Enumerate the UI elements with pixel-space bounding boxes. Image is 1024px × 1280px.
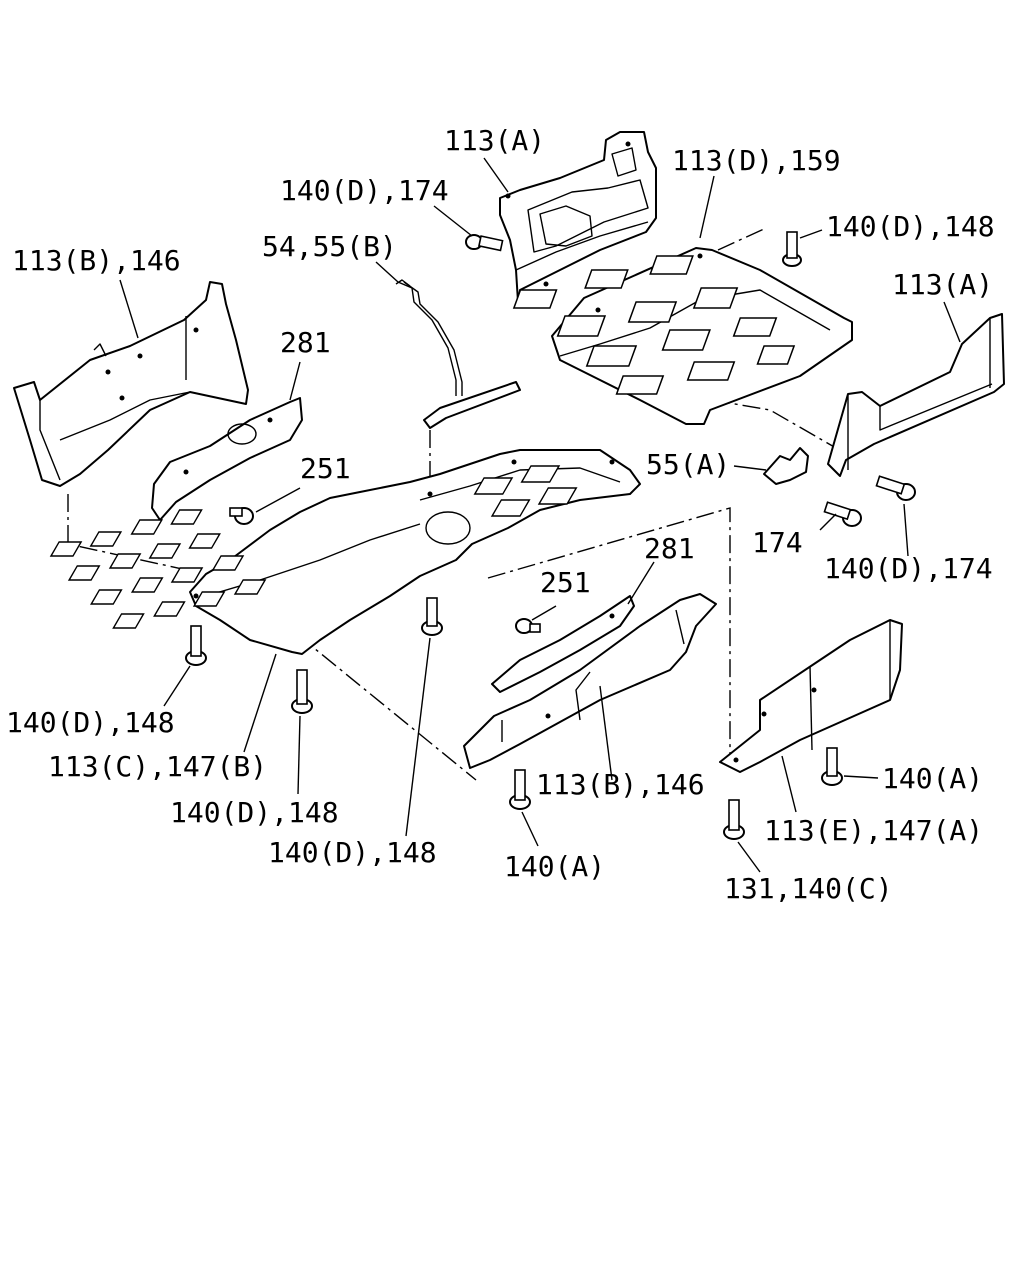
callout-140d-148-center: 140(D),148 (268, 836, 437, 869)
bolt-174-center (823, 501, 862, 527)
callout-55a: 55(A) (646, 448, 730, 481)
part-113a-side-rail (827, 313, 1005, 477)
part-281-113b-center-shield (463, 593, 717, 769)
callout-113e-147a: 113(E),147(A) (764, 814, 983, 847)
part-54-55b-hanger (395, 279, 521, 429)
callout-113b-146-center: 113(B),146 (536, 768, 705, 801)
floor-grid-cells (49, 465, 578, 629)
callout-131-140c: 131,140(C) (724, 872, 893, 905)
bolt-131-140c (723, 799, 745, 840)
callout-140d-148-center-left: 140(D),148 (170, 796, 339, 829)
callout-labels: 113(A) 140(D),174 113(D),159 140(D),148 … (6, 124, 995, 905)
bolt-140d-174-right (875, 475, 916, 501)
part-113a-rear-bracket (499, 131, 657, 303)
callout-113a-top: 113(A) (444, 124, 545, 157)
callout-140d-174-top: 140(D),174 (280, 174, 449, 207)
bolt-251-center (515, 618, 541, 634)
bolt-140a-right (821, 747, 843, 786)
bolt-140d-148-center-left (291, 669, 313, 714)
callout-281-left: 281 (280, 326, 331, 359)
callout-174: 174 (752, 526, 803, 559)
bolt-140d-148-upper-right (782, 231, 802, 267)
part-55a-small-bracket (763, 447, 809, 485)
callout-113b-146-left: 113(B),146 (12, 244, 181, 277)
callout-281-center: 281 (644, 532, 695, 565)
callout-251-left: 251 (300, 452, 351, 485)
callout-54-55b: 54,55(B) (262, 230, 397, 263)
callout-140a-center: 140(A) (504, 850, 605, 883)
bolt-140d-148-center (421, 597, 443, 636)
callout-140d-148-left: 140(D),148 (6, 706, 175, 739)
part-113b-left-bracket (13, 281, 249, 487)
part-113e-lower-right-shield (719, 619, 903, 773)
callout-140a-right: 140(A) (882, 762, 983, 795)
callout-113c-147b: 113(C),147(B) (48, 750, 267, 783)
bolt-140d-174-upper (465, 234, 504, 252)
callout-140d-174-right: 140(D),174 (824, 552, 993, 585)
callout-251-center: 251 (540, 566, 591, 599)
bolt-140a-center (509, 769, 531, 810)
bolt-140d-148-left (185, 625, 207, 666)
callout-113d-159: 113(D),159 (672, 144, 841, 177)
grid-panel-cells (512, 255, 796, 395)
callout-113a-right: 113(A) (892, 268, 993, 301)
part-281-left-shield (151, 397, 303, 521)
leader-lines (119, 157, 961, 873)
part-113c-main-floor-grid (49, 449, 641, 655)
part-113d-grid-panel (512, 247, 853, 425)
bolt-251-left (229, 507, 254, 525)
callout-140d-148-top-right: 140(D),148 (826, 210, 995, 243)
